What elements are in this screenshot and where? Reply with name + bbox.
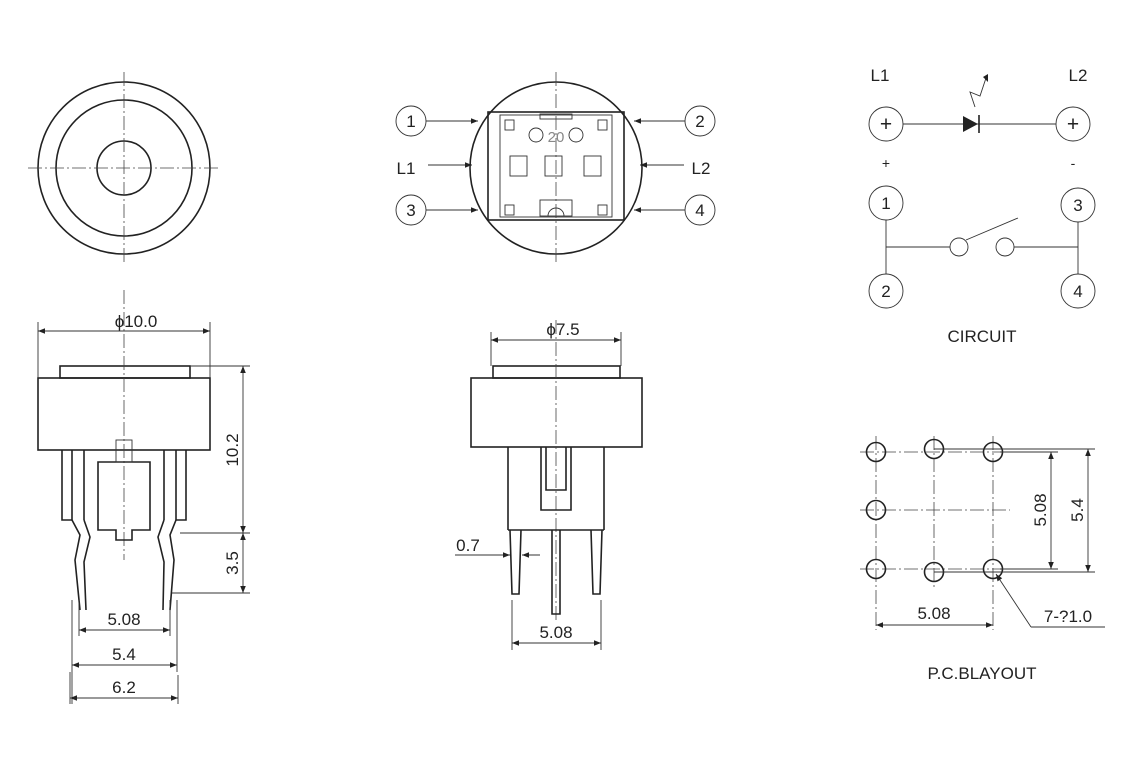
switch-contact bbox=[995, 237, 1015, 257]
dim-5-08: 5.08 bbox=[107, 610, 140, 629]
circuit-title: CIRCUIT bbox=[948, 327, 1017, 346]
top-view-button bbox=[28, 72, 220, 262]
dim-0-7: 0.7 bbox=[456, 536, 480, 555]
dim-diameter-7-5: ϕ7.5 bbox=[546, 320, 579, 339]
label-l2: L2 bbox=[692, 159, 711, 178]
callout-2: 2 bbox=[695, 112, 704, 131]
switch-marking: 20 bbox=[548, 129, 565, 146]
dim-5-4: 5.4 bbox=[112, 645, 136, 664]
callout-4: 4 bbox=[695, 201, 704, 220]
terminal-3: 3 bbox=[1073, 196, 1082, 215]
dim-diameter-10: ϕ10.0 bbox=[115, 312, 158, 331]
dim-height-10-2: 10.2 bbox=[223, 433, 242, 466]
circuit-l2: L2 bbox=[1069, 66, 1088, 85]
pcb-layout: 5.08 5.4 5.08 7-?1.0 P.C.BLAYOUT bbox=[860, 436, 1105, 683]
bottom-view-terminals: 20 1 2 3 4 L1 L2 bbox=[395, 72, 716, 262]
pcb-layout-title: P.C.BLAYOUT bbox=[928, 664, 1037, 683]
dim-5-08: 5.08 bbox=[539, 623, 572, 642]
plus-icon: + bbox=[1067, 113, 1079, 136]
switch-contact bbox=[949, 237, 969, 257]
polarity-minus: - bbox=[1071, 155, 1076, 171]
polarity-plus: + bbox=[882, 155, 890, 171]
switch-lever bbox=[965, 217, 1019, 241]
dim-pcb-5-4: 5.4 bbox=[1068, 498, 1087, 522]
circuit-diagram: L1 L2 + + + - 1 3 2 4 CIRCUIT bbox=[868, 66, 1096, 346]
light-emission-icon bbox=[969, 77, 987, 108]
terminal-1: 1 bbox=[881, 194, 890, 213]
callout-1: 1 bbox=[406, 112, 415, 131]
dim-pin-3-5: 3.5 bbox=[223, 551, 242, 575]
hole-note: 7-?1.0 bbox=[1044, 607, 1092, 626]
pcb-hole bbox=[865, 499, 887, 521]
label-l1: L1 bbox=[397, 159, 416, 178]
callout-3: 3 bbox=[406, 201, 415, 220]
dim-6-2: 6.2 bbox=[112, 678, 136, 697]
circuit-l1: L1 bbox=[871, 66, 890, 85]
side-view: ϕ7.5 0.7 5.08 bbox=[455, 320, 643, 650]
terminal-2: 2 bbox=[881, 282, 890, 301]
plus-icon: + bbox=[880, 113, 892, 136]
front-view: ϕ10.0 10.2 3.5 5.08 5.4 6.2 bbox=[37, 290, 250, 704]
pcb-hole bbox=[865, 441, 887, 463]
pcb-hole bbox=[865, 558, 887, 580]
led-diode-icon bbox=[963, 116, 978, 132]
dim-pcb-5-08-horizontal: 5.08 bbox=[917, 604, 950, 623]
terminal-4: 4 bbox=[1073, 282, 1082, 301]
dim-pcb-5-08-vertical: 5.08 bbox=[1031, 493, 1050, 526]
